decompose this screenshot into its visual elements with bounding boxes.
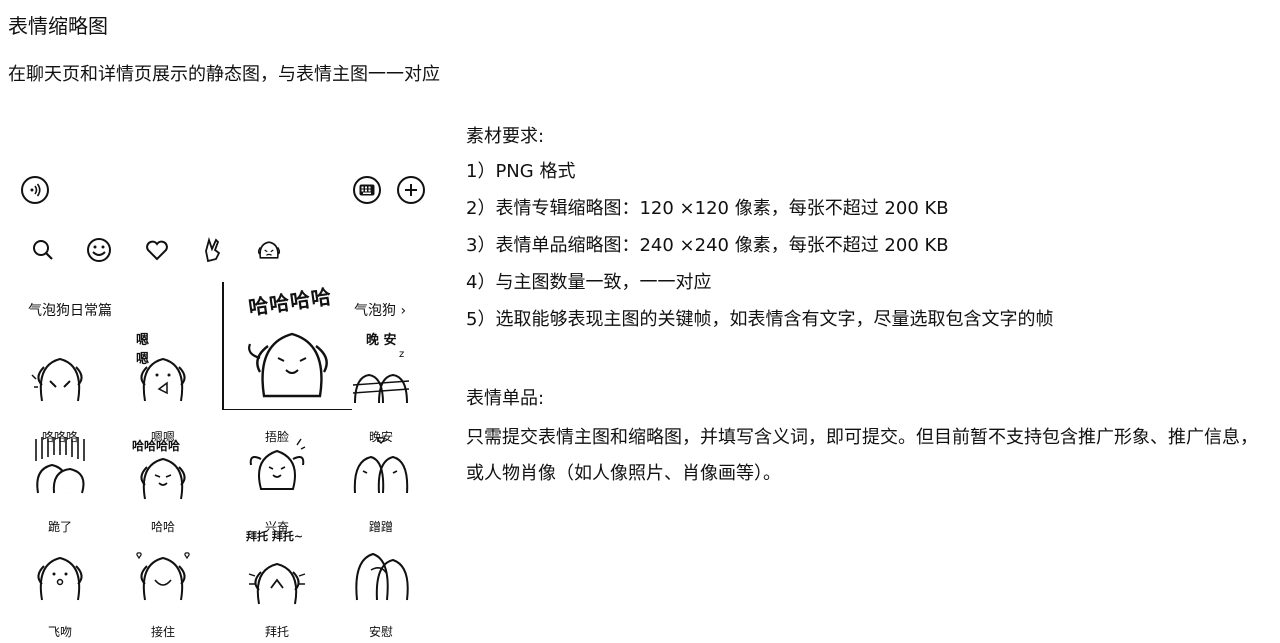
sticker-text: 哈哈哈哈 [132,439,181,453]
sticker-caption: 飞吻 [47,625,72,639]
sticker-caption: 跪了 [47,520,72,534]
sticker-item[interactable]: 飞吻 [15,540,105,640]
sticker-item[interactable]: 安慰 [336,540,426,640]
sticker-caption: 蹭蹭 [368,520,393,534]
sticker-caption: 兴奋 [264,520,289,534]
keyboard-button[interactable] [353,176,381,204]
sticker-item[interactable]: 晚 安 z 晚安 [336,333,426,445]
sticker-text: 嗯 嗯 [136,333,168,367]
sticker-dog-illustration [353,437,409,494]
voice-button[interactable] [21,176,49,204]
search-icon[interactable] [30,237,56,263]
sticker-dog-illustration [140,357,186,402]
sticker-caption: 接住 [150,625,175,639]
requirement-item: 4）与主图数量一致，一一对应 [466,272,712,293]
sticker-item[interactable]: 蹭蹭 [336,435,426,535]
sticker-item[interactable]: 嗯 嗯 嗯嗯 [118,333,208,445]
victory-hand-icon[interactable] [200,237,226,263]
sticker-item[interactable]: 捂脸 [232,345,322,445]
sticker-item[interactable]: 兴奋 [232,435,322,535]
sticker-dog-illustration [140,457,186,500]
requirements-heading: 素材要求: [466,126,545,147]
sticker-caption: 安慰 [368,625,393,639]
requirement-item: 5）选取能够表现主图的关键帧，如表情含有文字，尽量选取包含文字的帧 [466,309,1054,330]
sticker-caption: 晚安 [368,430,393,444]
keyboard-icon [359,184,375,196]
sticker-caption: 嗯嗯 [150,430,175,444]
sticker-dog-illustration [355,552,409,601]
sticker-caption: 哈哈 [150,520,175,534]
sticker-caption: 捂脸 [264,430,289,444]
sticker-dog-illustration [37,556,83,601]
sticker-text: 拜托 拜托~ [246,530,304,543]
sticker-pack-title-right[interactable]: 气泡狗 › [354,303,407,319]
requirement-item: 3）表情单品缩略图：240 ×240 像素，每张不超过 200 KB [466,235,949,256]
emoji-icon[interactable] [86,237,112,263]
sticker-dog-illustration [35,437,85,494]
plus-icon [405,184,417,196]
svg-text:z: z [399,349,404,360]
sticker-preview-popup: 哈哈哈哈 [222,282,352,410]
sticker-dog-illustration [248,562,306,605]
sticker-pack-title: 气泡狗日常篇 [28,303,112,319]
sticker-dog-illustration [249,438,306,490]
sticker-text: 晚 安 [366,333,397,348]
sticker-dog-illustration [31,357,83,402]
sticker-item[interactable]: 哈哈哈哈 哈哈 [118,435,208,535]
requirement-item: 2）表情专辑缩略图：120 ×120 像素，每张不超过 200 KB [466,198,949,219]
bubble-dog-pack-icon[interactable] [256,237,282,263]
page-title: 表情缩略图 [8,14,108,38]
requirement-item: 1）PNG 格式 [466,161,576,182]
sticker-dog-illustration: z [352,349,410,404]
page-subtitle: 在聊天页和详情页展示的静态图，与表情主图一一对应 [8,64,440,85]
heart-icon[interactable] [144,237,170,263]
add-button[interactable] [397,176,425,204]
sticker-dog-illustration [136,552,190,601]
sticker-dog-illustration [248,332,328,398]
sticker-item[interactable]: 跪了 [15,435,105,535]
voice-icon [30,183,41,197]
sticker-caption: 拜托 [264,625,289,639]
sticker-panel-mock: 气泡狗日常篇 气泡狗 › 咯咯咯 嗯 嗯 嗯嗯 捂脸 晚 安 z 晚安 [0,165,440,643]
single-sticker-description: 只需提交表情主图和缩略图，并填写含义词，即可提交。但目前暂不支持包含推广形象、推… [466,427,1258,484]
sticker-item[interactable]: 接住 [118,540,208,640]
sticker-item[interactable]: 咯咯咯 [15,345,105,445]
single-sticker-heading: 表情单品: [466,388,545,409]
requirements-list: 1）PNG 格式 2）表情专辑缩略图：120 ×120 像素，每张不超过 200… [466,160,1053,345]
sticker-item[interactable]: 拜托 拜托~ 拜托 [232,530,322,640]
